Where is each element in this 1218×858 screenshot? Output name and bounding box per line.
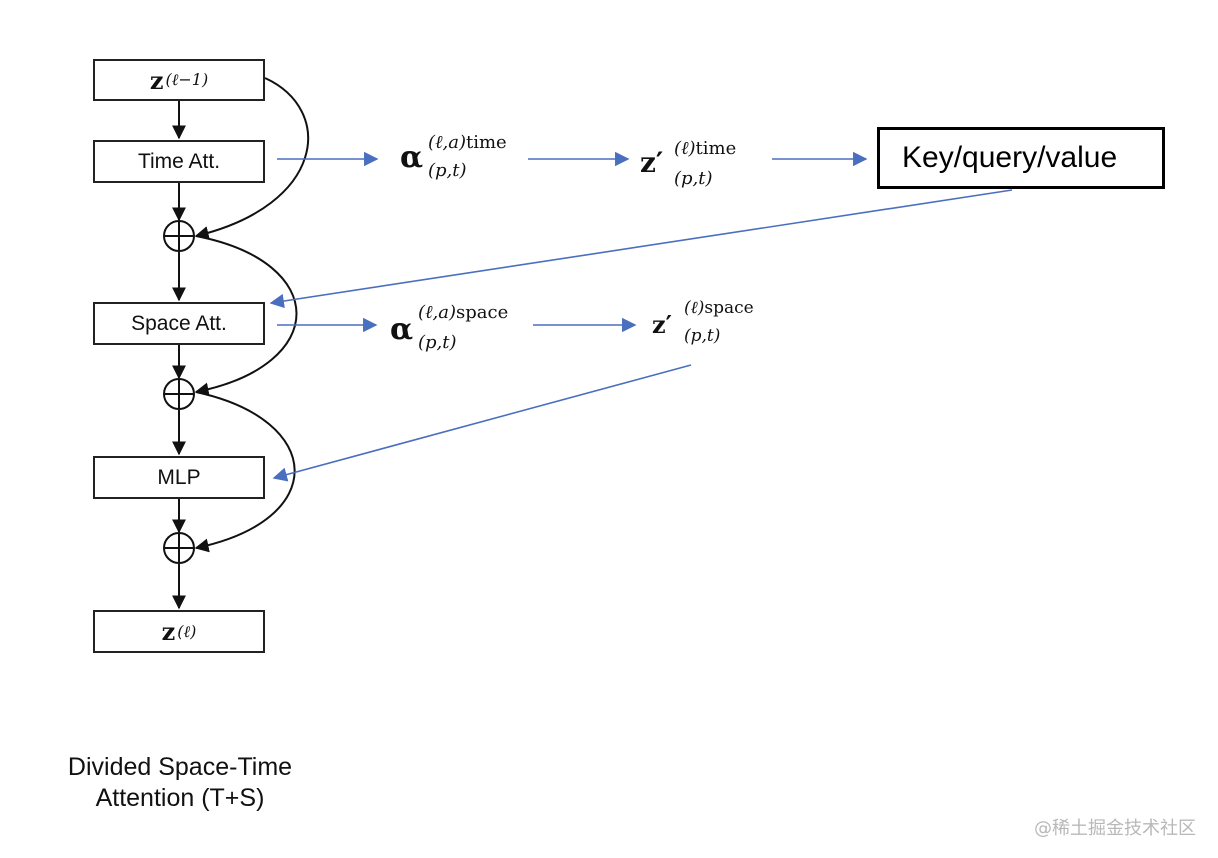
output-block: z(ℓ) (93, 610, 265, 653)
formula-z-space-sub: (p,t) (684, 326, 721, 346)
caption-line-1: Divided Space-Time (67, 753, 293, 781)
formula-z-space-sup: (ℓ)space (684, 298, 754, 318)
input-block-z: z (149, 65, 164, 95)
formula-alpha-time-sup-upright: time (466, 132, 507, 153)
input-block: z(ℓ−1) (93, 59, 265, 101)
sum-node-3 (163, 532, 195, 564)
formula-z-time-sup-upright: time (695, 138, 737, 159)
caption-line-2: Attention (T+S) (95, 784, 265, 812)
formula-alpha-time: α (ℓ,a)time (p,t) (400, 132, 540, 192)
input-block-sup: (ℓ−1) (165, 70, 209, 89)
formula-alpha-space: α (ℓ,a)space (p,t) (390, 302, 540, 362)
output-block-z: z (161, 617, 176, 646)
formula-z-time-sub: (p,t) (674, 168, 713, 189)
time-attention-label: Time Att. (137, 149, 221, 173)
formula-alpha-time-sup-italic: (ℓ,a) (428, 132, 466, 153)
formula-alpha-time-base: α (400, 140, 424, 175)
formula-z-time: z′ (ℓ)time (p,t) (640, 138, 780, 198)
formula-z-space: z′ (ℓ)space (p,t) (652, 298, 792, 358)
formula-alpha-time-sup: (ℓ,a)time (428, 132, 507, 153)
sum-nodes (163, 220, 195, 564)
arrow-zspace-to-mlp (272, 364, 692, 482)
formula-alpha-space-base: α (390, 312, 414, 347)
time-attention-block: Time Att. (93, 140, 265, 183)
watermark-text: @稀土掘金技术社区 (1034, 818, 1196, 839)
formula-z-time-base: z′ (640, 146, 664, 179)
output-block-sup: (ℓ) (177, 621, 197, 641)
residual-curve-1 (194, 77, 310, 240)
formula-alpha-time-sub: (p,t) (428, 160, 467, 181)
formula-alpha-space-sup-italic: (ℓ,a) (418, 302, 456, 323)
key-query-value-label: Key/query/value (902, 141, 1118, 174)
residual-curve-2 (194, 235, 298, 397)
mlp-block: MLP (93, 456, 265, 499)
formula-z-space-sup-italic: (ℓ) (684, 298, 705, 318)
sum-node-2 (163, 378, 195, 410)
residual-connections (194, 77, 310, 553)
residual-curve-3 (194, 391, 296, 553)
formula-z-space-base: z′ (652, 310, 672, 339)
key-query-value-box: Key/query/value (877, 127, 1165, 189)
formula-z-time-sup-italic: (ℓ) (674, 138, 696, 159)
formula-z-space-sup-upright: space (704, 298, 754, 318)
annotation-arrows (269, 151, 1013, 482)
space-attention-block: Space Att. (93, 302, 265, 345)
arrow-kqv-to-space (269, 189, 1013, 309)
mlp-label: MLP (157, 465, 201, 489)
formula-z-time-sup: (ℓ)time (674, 138, 736, 159)
diagram-caption: Divided Space-Time Attention (T+S) (30, 752, 330, 814)
sum-node-1 (163, 220, 195, 252)
space-attention-label: Space Att. (131, 311, 227, 335)
formula-alpha-space-sup: (ℓ,a)space (418, 302, 508, 323)
formula-alpha-space-sub: (p,t) (418, 332, 457, 353)
formula-alpha-space-sup-upright: space (456, 302, 509, 323)
